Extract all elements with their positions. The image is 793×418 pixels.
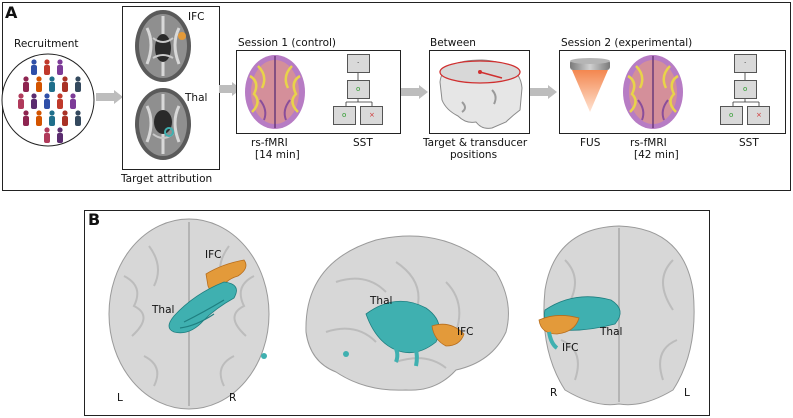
target-transducer-label-2: positions	[450, 149, 498, 161]
person-head	[62, 76, 68, 82]
person-body	[49, 82, 55, 92]
arrow-session1-to-between	[401, 85, 428, 99]
person-head	[49, 76, 55, 82]
person-head	[57, 93, 63, 99]
person-body	[57, 99, 63, 109]
brain-3d-back-view	[538, 225, 695, 406]
person-body	[23, 82, 29, 92]
session1-sst-label: SST	[353, 137, 373, 149]
person-body	[44, 65, 50, 75]
person-head	[75, 76, 81, 82]
left-marker-back: L	[684, 387, 690, 399]
arrow-target-to-session1	[219, 82, 241, 96]
session2-brain-render	[623, 55, 683, 129]
thal-tract-top	[168, 281, 237, 334]
fus-transducer-icon	[570, 58, 610, 112]
person-head	[36, 76, 42, 82]
right-marker-back: R	[550, 387, 558, 399]
session2-fus-label: FUS	[580, 137, 601, 149]
recruitment-people-illustration	[1, 53, 95, 147]
session2-title: Session 2 (experimental)	[561, 37, 693, 49]
ifc-tract-back	[538, 315, 580, 335]
arrow-recruitment-to-target	[96, 90, 123, 104]
target-attribution-label: Target attribution	[121, 173, 213, 185]
session2-duration-label: [42 min]	[634, 149, 679, 161]
person-body	[62, 82, 68, 92]
person-body	[75, 82, 81, 92]
panel-b-letter: B	[88, 210, 101, 229]
person-head	[44, 127, 50, 133]
session2-sst-fixation-screen: ·	[734, 54, 757, 73]
person-body	[70, 99, 76, 109]
person-body	[44, 133, 50, 143]
right-marker-top: R	[229, 392, 237, 404]
person-head	[44, 59, 50, 65]
brain-3d-side-view	[305, 235, 509, 391]
person-body	[31, 65, 37, 75]
session1-duration-label: [14 min]	[255, 149, 300, 161]
person-head	[44, 93, 50, 99]
session1-title: Session 1 (control)	[238, 37, 337, 49]
thal-label-a: Thal	[185, 92, 208, 104]
person-head	[31, 93, 37, 99]
thal-label-b-top: Thal	[152, 304, 175, 316]
ifc-label-b-back: IFC	[562, 342, 579, 354]
skull-transducer-render	[439, 59, 523, 129]
session2-sst-label: SST	[739, 137, 759, 149]
target-transducer-label-1: Target & transducer	[423, 137, 528, 149]
thal-target-marker	[164, 127, 174, 137]
person-body	[57, 133, 63, 143]
ifc-label-b-top: IFC	[205, 249, 222, 261]
ifc-tract-side	[431, 323, 465, 347]
ifc-label-b-side: IFC	[457, 326, 474, 338]
person-body	[23, 116, 29, 126]
person-body	[57, 65, 63, 75]
session2-sst-tree-lines	[732, 73, 760, 106]
person-head	[23, 76, 29, 82]
person-body	[62, 116, 68, 126]
person-body	[18, 99, 24, 109]
person-body	[36, 116, 42, 126]
person-body	[36, 82, 42, 92]
arrow-between-to-session2	[530, 85, 557, 99]
thal-label-b-side: Thal	[370, 295, 393, 307]
thal-label-b-back: Thal	[600, 326, 623, 338]
session2-sst-stop-screen: ×	[747, 106, 770, 125]
panel-a-letter: A	[5, 3, 18, 22]
session2-sst-go-response-screen: o	[720, 106, 743, 125]
session1-rsfmri-label: rs-fMRI	[251, 137, 288, 149]
person-head	[49, 110, 55, 116]
between-title: Between	[430, 37, 476, 49]
person-body	[44, 99, 50, 109]
person-body	[49, 116, 55, 126]
person-head	[57, 59, 63, 65]
session1-sst-go-screen: o	[347, 80, 370, 99]
session1-brain-render	[245, 55, 305, 129]
ifc-label-a: IFC	[188, 11, 205, 23]
person-head	[57, 127, 63, 133]
person-head	[31, 59, 37, 65]
session1-sst-stop-screen: ×	[360, 106, 383, 125]
recruitment-label: Recruitment	[14, 38, 79, 50]
brain-slice-ifc	[135, 10, 191, 82]
left-marker-top: L	[117, 392, 123, 404]
person-head	[18, 93, 24, 99]
thal-tract-side	[365, 300, 440, 354]
person-head	[70, 93, 76, 99]
session2-rsfmri-label: rs-fMRI	[630, 137, 667, 149]
session1-sst-fixation-screen: ·	[347, 54, 370, 73]
person-body	[31, 99, 37, 109]
person-head	[23, 110, 29, 116]
session2-sst-go-screen: o	[734, 80, 757, 99]
person-head	[36, 110, 42, 116]
session1-sst-tree-lines	[345, 73, 373, 106]
person-head	[75, 110, 81, 116]
brain-slice-thal	[135, 88, 191, 160]
brain-3d-top-view	[108, 218, 270, 410]
session1-sst-go-response-screen: o	[333, 106, 356, 125]
ifc-target-marker	[178, 32, 186, 40]
person-body	[75, 116, 81, 126]
person-head	[62, 110, 68, 116]
